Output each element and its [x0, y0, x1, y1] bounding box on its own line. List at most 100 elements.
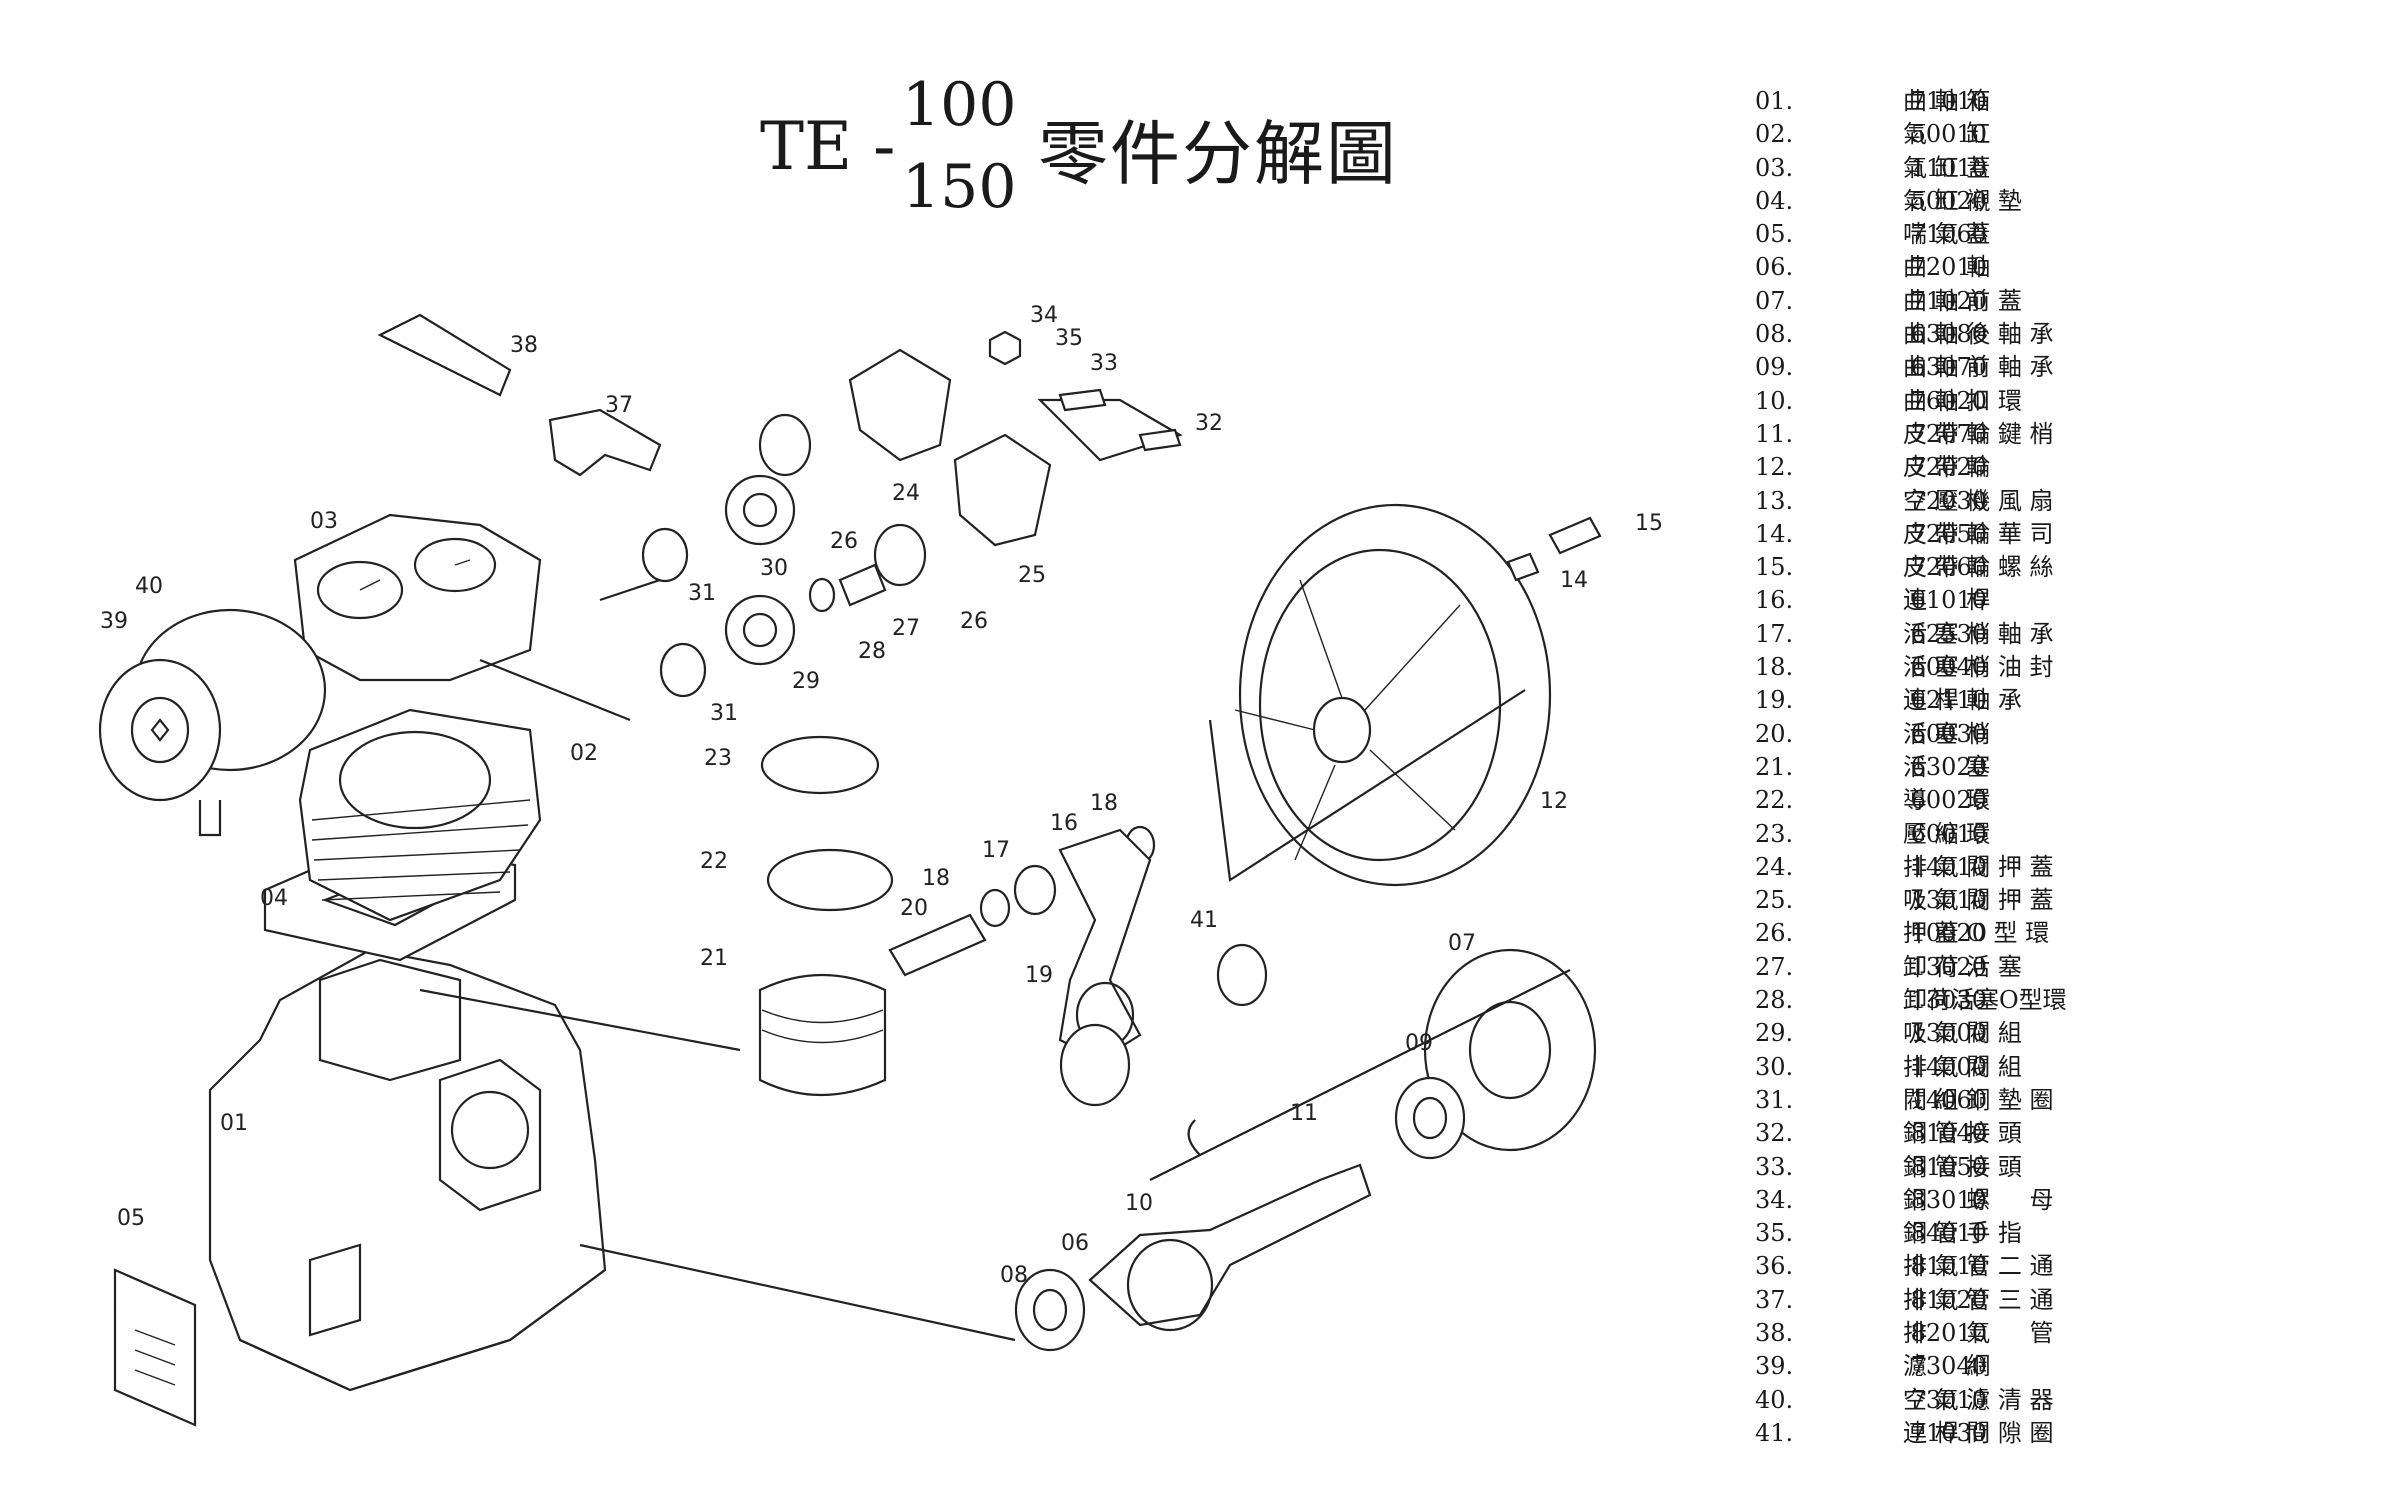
suction-valve-drawing	[724, 594, 796, 666]
callout-34: 34	[1030, 303, 1058, 328]
callout-41: 41	[1190, 908, 1218, 933]
parts-list-item: 36. 81010排 氣 管 二 通	[1755, 1250, 2395, 1283]
callout-08: 08	[1000, 1263, 1028, 1288]
parts-list-item: 26. 10020押 蓋 O 型 環	[1755, 917, 2395, 950]
callout-16: 16	[1050, 811, 1078, 836]
cover-plate-drawing	[113, 1268, 197, 1427]
part-code: 60020	[1910, 786, 1987, 815]
parts-list-item: 34. 83010銅 螺 母	[1755, 1184, 2395, 1217]
part-code: 81050	[1910, 1152, 1987, 1181]
callout-35: 35	[1055, 326, 1083, 351]
pulley-drawing	[1208, 503, 1552, 887]
callout-18-left: 18	[922, 866, 950, 891]
parts-list-item: 06. 72010曲 軸	[1755, 251, 2395, 284]
part-number-code: 19.	[1755, 686, 1794, 715]
part-number-code: 09.	[1755, 353, 1794, 382]
parts-list-item: 10. 76020曲 軸 扣 環	[1755, 385, 2395, 418]
part-code: 63070	[1910, 353, 1987, 382]
part-name: 氣 缸 襯 墊	[1903, 186, 2022, 215]
part-number-code: 25.	[1755, 886, 1794, 915]
o-ring-26-top-drawing	[758, 413, 812, 477]
callout-31-top: 31	[688, 581, 716, 606]
rear-bearing-drawing	[1014, 1268, 1086, 1352]
callout-04: 04	[260, 886, 288, 911]
front-cover-drawing	[1423, 948, 1597, 1152]
part-name: 排 氣 閥 押 蓋	[1903, 852, 2054, 881]
part-code: 81040	[1910, 1119, 1987, 1148]
piston-drawing	[758, 973, 887, 1097]
parts-list-item: 03. 11010氣 缸 蓋	[1755, 152, 2395, 185]
part-number-code: 40.	[1755, 1385, 1794, 1414]
part-code: 50010	[1910, 120, 1987, 149]
callout-40: 40	[135, 574, 163, 599]
part-name: 連 桿 間 隙 圈	[1903, 1418, 2054, 1447]
callout-09: 09	[1405, 1031, 1433, 1056]
parts-list-item: 25. 13010吸 氣 閥 押 蓋	[1755, 884, 2395, 917]
parts-list-item: 35. 84010銅 管 手 指	[1755, 1217, 2395, 1250]
part-name: 曲 軸 扣 環	[1903, 386, 2022, 415]
discharge-cover-drawing	[848, 348, 952, 462]
callout-24: 24	[892, 481, 920, 506]
parts-list-item: 38. 82010排 氣 管	[1755, 1317, 2395, 1350]
part-name: 排 氣 管	[1903, 1318, 2054, 1347]
part-number-code: 39.	[1755, 1352, 1794, 1381]
parts-list-item: 24. 14010排 氣 閥 押 蓋	[1755, 851, 2395, 884]
part-code: 83010	[1910, 1185, 1987, 1214]
callout-02: 02	[570, 741, 598, 766]
callout-29: 29	[792, 669, 820, 694]
rod-spacer-drawing	[1216, 943, 1268, 1007]
part-name: 皮 帶 輪 華 司	[1903, 519, 2054, 548]
callout-26-bottom: 26	[960, 609, 988, 634]
parts-list-item: 14. 72050皮 帶 輪 華 司	[1755, 518, 2395, 551]
part-name: 空 壓 機 風 扇	[1903, 486, 2054, 515]
part-number-code: 02.	[1755, 120, 1794, 149]
part-name: 銅 管 手 指	[1903, 1219, 2022, 1248]
suction-cover-drawing	[953, 433, 1052, 547]
title-prefix: TE -	[760, 108, 896, 185]
part-name: 銅 管 接 頭	[1903, 1119, 2022, 1148]
part-code: 72060	[1910, 553, 1987, 582]
part-name: 氣 缸	[1903, 120, 1991, 149]
callout-05: 05	[117, 1206, 145, 1231]
callout-17: 17	[982, 838, 1010, 863]
part-number-code: 10.	[1755, 386, 1794, 415]
part-name: 連 桿 軸 承	[1903, 686, 2022, 715]
callout-38: 38	[510, 333, 538, 358]
copper-nut-drawing	[988, 330, 1022, 366]
parts-list-item: 33. 81050銅 管 接 頭	[1755, 1151, 2395, 1184]
callout-14: 14	[1560, 568, 1588, 593]
part-name: 活 塞 梢	[1903, 719, 1991, 748]
part-code: 10020	[1910, 919, 1987, 948]
title-name: 零件分解圖	[1038, 113, 1398, 195]
part-code: 71020	[1910, 286, 1987, 315]
part-code: 81010	[1910, 1252, 1987, 1281]
parts-list-item: 08. 63080曲 軸 後 軸 承	[1755, 318, 2395, 351]
parts-list-item: 39. 73040濾 網	[1755, 1350, 2395, 1383]
callout-28: 28	[858, 639, 886, 664]
part-number-code: 03.	[1755, 153, 1794, 182]
parts-list-item: 04. 50020氣 缸 襯 墊	[1755, 185, 2395, 218]
part-code: 73040	[1910, 1352, 1987, 1381]
part-name: 空 氣 濾 清 器	[1903, 1385, 2054, 1414]
part-name: 活 塞 梢 油 封	[1903, 653, 2054, 682]
copper-fitting-33-drawing	[1058, 388, 1107, 412]
discharge-pipe-drawing	[377, 313, 512, 397]
part-number-code: 17.	[1755, 619, 1794, 648]
part-number-code: 18.	[1755, 653, 1794, 682]
part-code: 60040	[1910, 653, 1987, 682]
callout-37: 37	[605, 393, 633, 418]
cylinder-head-drawing	[293, 513, 542, 682]
parts-list-item: 09. 63070曲 軸 前 軸 承	[1755, 351, 2395, 384]
part-number-code: 12.	[1755, 453, 1794, 482]
part-name: 喘 氣 蓋	[1903, 220, 1991, 249]
part-code: 72070	[1910, 419, 1987, 448]
piston-pin-drawing	[888, 913, 987, 977]
part-name: 活 塞	[1903, 752, 1991, 781]
crankshaft-drawing	[1088, 1163, 1372, 1327]
part-code: 13000	[1910, 1019, 1987, 1048]
part-number-code: 01.	[1755, 87, 1794, 115]
part-name: 排 氣 管 二 通	[1903, 1252, 2054, 1281]
retaining-ring-drawing	[1187, 1119, 1201, 1156]
parts-list-item: 05. 71060喘 氣 蓋	[1755, 218, 2395, 251]
